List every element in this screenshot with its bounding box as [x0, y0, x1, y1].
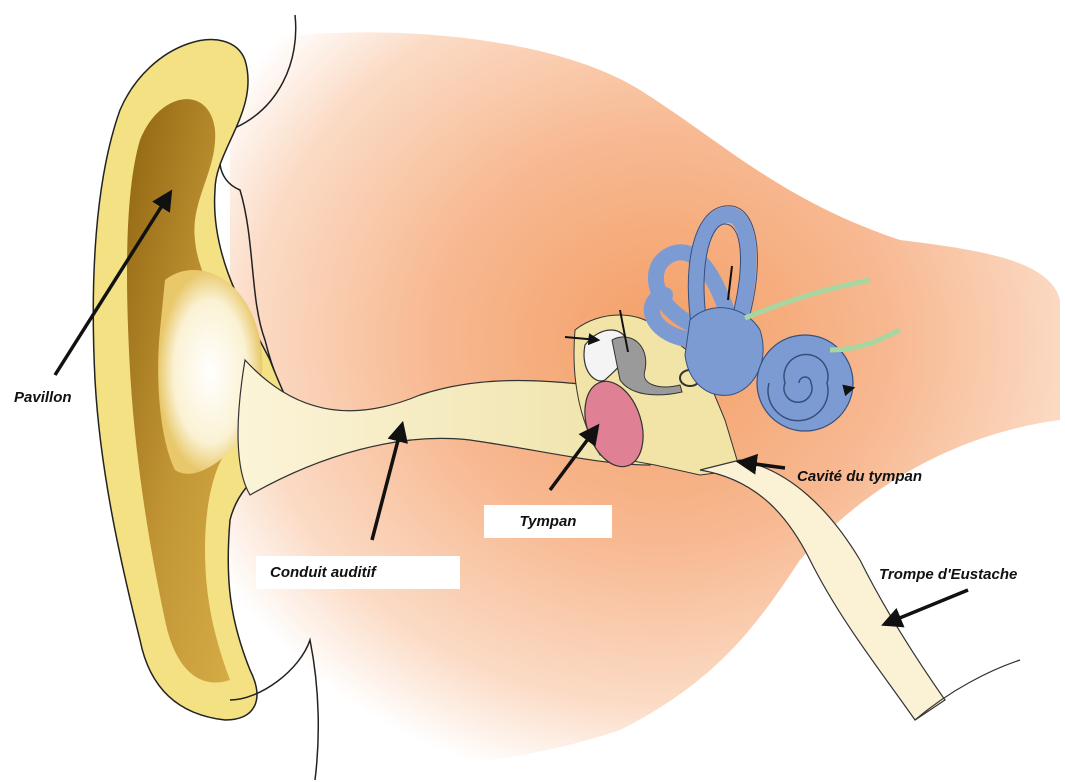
label-tympan: Tympan — [484, 505, 612, 538]
label-trompe-d-eustache: Trompe d'Eustache — [879, 567, 1017, 582]
vestibule — [685, 308, 763, 396]
label-pavillon: Pavillon — [14, 390, 72, 405]
arrow-trompe — [885, 590, 968, 624]
label-cavite-du-tympan: Cavité du tympan — [797, 469, 922, 484]
label-conduit-auditif: Conduit auditif — [256, 556, 460, 589]
